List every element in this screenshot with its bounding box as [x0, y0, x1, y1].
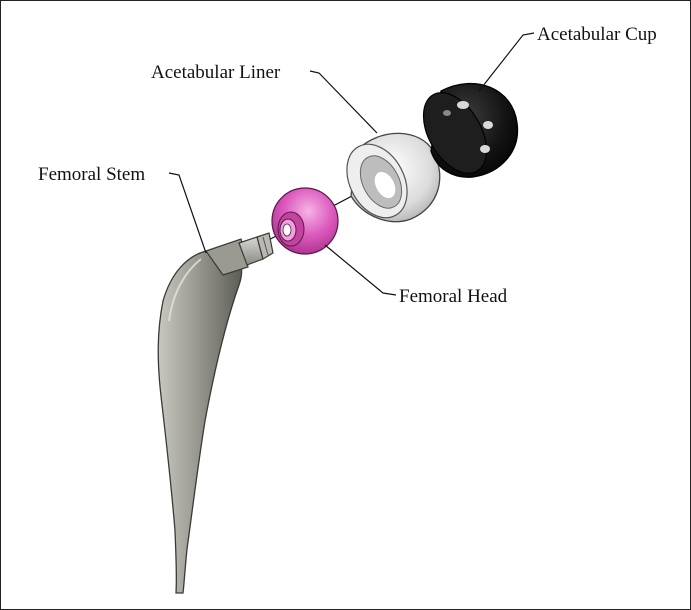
cup-screw-hole: [483, 121, 493, 129]
leader-line: [169, 173, 206, 253]
cup-screw-hole: [480, 145, 490, 153]
callout-femoral-head: Femoral Head: [325, 245, 508, 307]
leader-line: [310, 71, 377, 133]
cup-screw-hole: [457, 101, 469, 109]
callout-acetabular-cup: Acetabular Cup: [479, 24, 657, 91]
callout-femoral-stem: Femoral Stem: [38, 164, 206, 253]
femoral-head: [272, 188, 338, 254]
label-femoral-stem: Femoral Stem: [38, 164, 145, 185]
callout-acetabular-liner: Acetabular Liner: [151, 62, 377, 133]
femoral-stem: [158, 250, 241, 593]
acetabular-liner: [335, 133, 440, 228]
leader-line: [479, 33, 534, 91]
label-acetabular-liner: Acetabular Liner: [151, 62, 281, 83]
leader-line: [325, 245, 396, 295]
label-femoral-head: Femoral Head: [399, 286, 508, 307]
cup-screw-hole: [443, 110, 451, 116]
label-acetabular-cup: Acetabular Cup: [537, 24, 657, 45]
